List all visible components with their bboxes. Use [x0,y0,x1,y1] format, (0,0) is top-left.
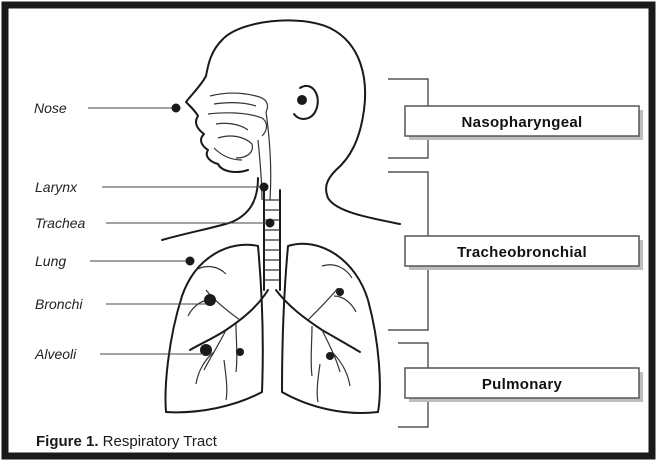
label-lung: Lung [35,253,66,269]
tracheobronchial-box: Tracheobronchial [405,236,643,270]
pulmonary-box: Pulmonary [405,368,643,402]
label-alveoli: Alveoli [34,346,77,362]
figure-caption-text: Respiratory Tract [99,433,218,450]
figure-caption-prefix: Figure 1. [36,433,99,450]
region-nasopharyngeal: Nasopharyngeal [462,114,583,131]
label-trachea: Trachea [35,215,86,231]
label-larynx: Larynx [35,179,78,195]
region-pulmonary: Pulmonary [482,376,563,393]
region-tracheobronchial: Tracheobronchial [457,244,587,261]
label-bronchi: Bronchi [35,296,83,312]
nasopharyngeal-box: Nasopharyngeal [405,106,643,140]
label-nose: Nose [34,100,67,116]
figure-caption: Figure 1. Respiratory Tract [36,433,218,450]
